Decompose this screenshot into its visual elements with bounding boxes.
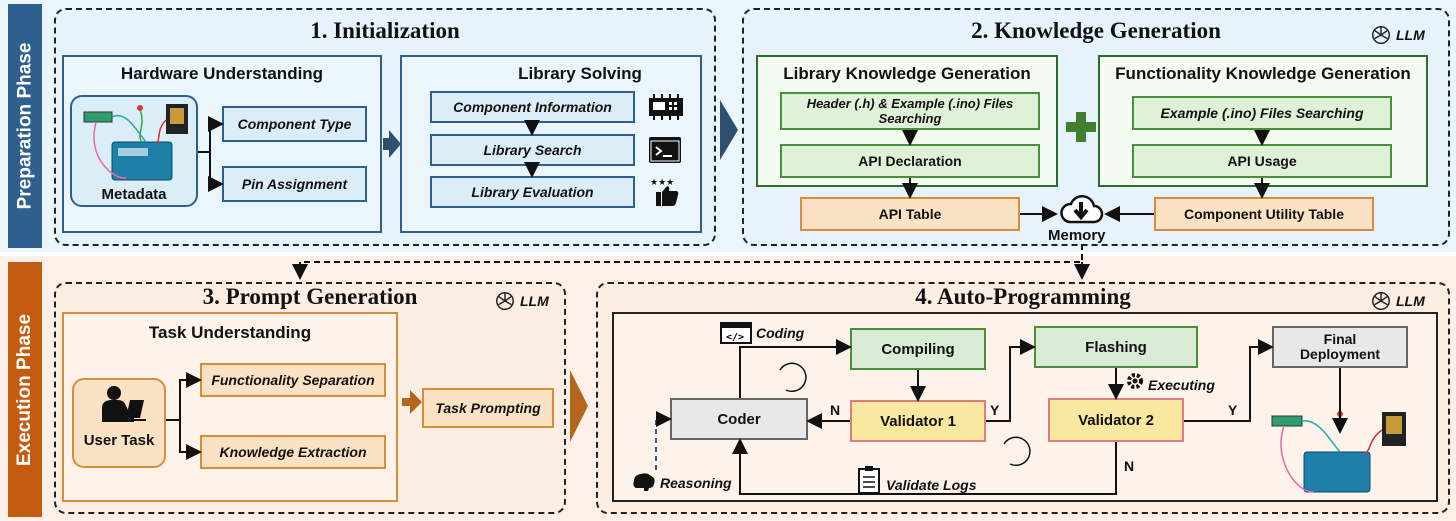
coder-box: Coder (670, 398, 808, 440)
arduino-board-icon (83, 104, 188, 181)
brain-icon (633, 473, 655, 491)
svg-text:</>: </> (726, 332, 744, 343)
clipboard-logs-icon (858, 466, 880, 494)
library-knowledge-generation-title: Library Knowledge Generation (783, 64, 1031, 83)
task-understanding-title: Task Understanding (148, 323, 312, 342)
deployed-hardware-icon (1271, 411, 1406, 493)
executing-label: Executing (1148, 377, 1215, 393)
api-usage-box: API Usage (1132, 144, 1392, 178)
knowledge-generation-title: 2. Knowledge Generation (971, 18, 1221, 43)
component-information-box: Component Information (430, 91, 635, 123)
final-deployment-box: Final Deployment (1272, 326, 1408, 368)
prompt-generation-title: 3. Prompt Generation (202, 284, 418, 309)
hardware-understanding-title: Hardware Understanding (120, 64, 324, 83)
terminal-icon (649, 137, 681, 163)
user-at-computer-icon (102, 386, 146, 422)
chip-icon (649, 94, 683, 120)
rating-thumbs-up-icon: ★★★ (650, 177, 679, 206)
preparation-phase-text: Preparation Phase (14, 42, 35, 210)
component-type-box: Component Type (222, 106, 367, 142)
llm-label: LLM (1396, 293, 1425, 309)
api-table-box: API Table (800, 197, 1020, 231)
library-evaluation-box: Library Evaluation (430, 176, 635, 208)
initialization-title: 1. Initialization (310, 18, 460, 43)
functionality-knowledge-generation-title: Functionality Knowledge Generation (1115, 64, 1411, 83)
api-declaration-box: API Declaration (780, 144, 1040, 178)
metadata-label: Metadata (101, 186, 167, 203)
header-example-files-searching-box: Header (.h) & Example (.ino) Files Searc… (780, 92, 1040, 130)
llm-badge-auto: LLM (1370, 290, 1425, 312)
llm-badge-prompt: LLM (494, 290, 549, 312)
openai-logo-icon (1372, 292, 1390, 310)
validator2-box: Validator 2 (1048, 398, 1184, 442)
component-utility-table-box: Component Utility Table (1154, 197, 1374, 231)
library-search-box: Library Search (430, 134, 635, 166)
validator1-no-label: N (830, 402, 841, 418)
llm-badge-knowledge: LLM (1370, 24, 1425, 46)
svg-text:★★★: ★★★ (650, 177, 674, 187)
compiling-box: Compiling (850, 328, 986, 370)
flashing-box: Flashing (1034, 326, 1198, 368)
memory-label: Memory (1048, 227, 1106, 244)
user-task-label: User Task (83, 432, 155, 449)
execution-phase-text: Execution Phase (14, 313, 35, 466)
llm-label: LLM (520, 293, 549, 309)
gear-icon (1127, 373, 1143, 389)
validator2-no-label: N (1124, 458, 1135, 474)
plus-icon (1066, 112, 1096, 142)
validate-logs-label: Validate Logs (886, 477, 977, 493)
example-files-searching-box: Example (.ino) Files Searching (1132, 96, 1392, 130)
preparation-phase-label: Preparation Phase (8, 4, 42, 248)
code-window-icon: </> (720, 322, 752, 344)
llm-label: LLM (1396, 27, 1425, 43)
coding-label: Coding (756, 325, 805, 341)
validator2-yes-label: Y (1228, 402, 1238, 418)
reasoning-label: Reasoning (660, 475, 732, 491)
validator1-yes-label: Y (990, 402, 1000, 418)
validator1-box: Validator 1 (850, 400, 986, 442)
pin-assignment-box: Pin Assignment (222, 166, 367, 202)
task-prompting-box: Task Prompting (422, 388, 554, 428)
openai-logo-icon (496, 292, 514, 310)
library-solving-title: Library Solving (518, 64, 642, 83)
memory-cloud-icon (1060, 195, 1104, 224)
auto-programming-title: 4. Auto-Programming (915, 284, 1131, 309)
knowledge-extraction-box: Knowledge Extraction (200, 435, 386, 469)
openai-logo-icon (1372, 26, 1390, 44)
execution-phase-label: Execution Phase (8, 262, 42, 517)
functionality-separation-box: Functionality Separation (200, 363, 386, 397)
